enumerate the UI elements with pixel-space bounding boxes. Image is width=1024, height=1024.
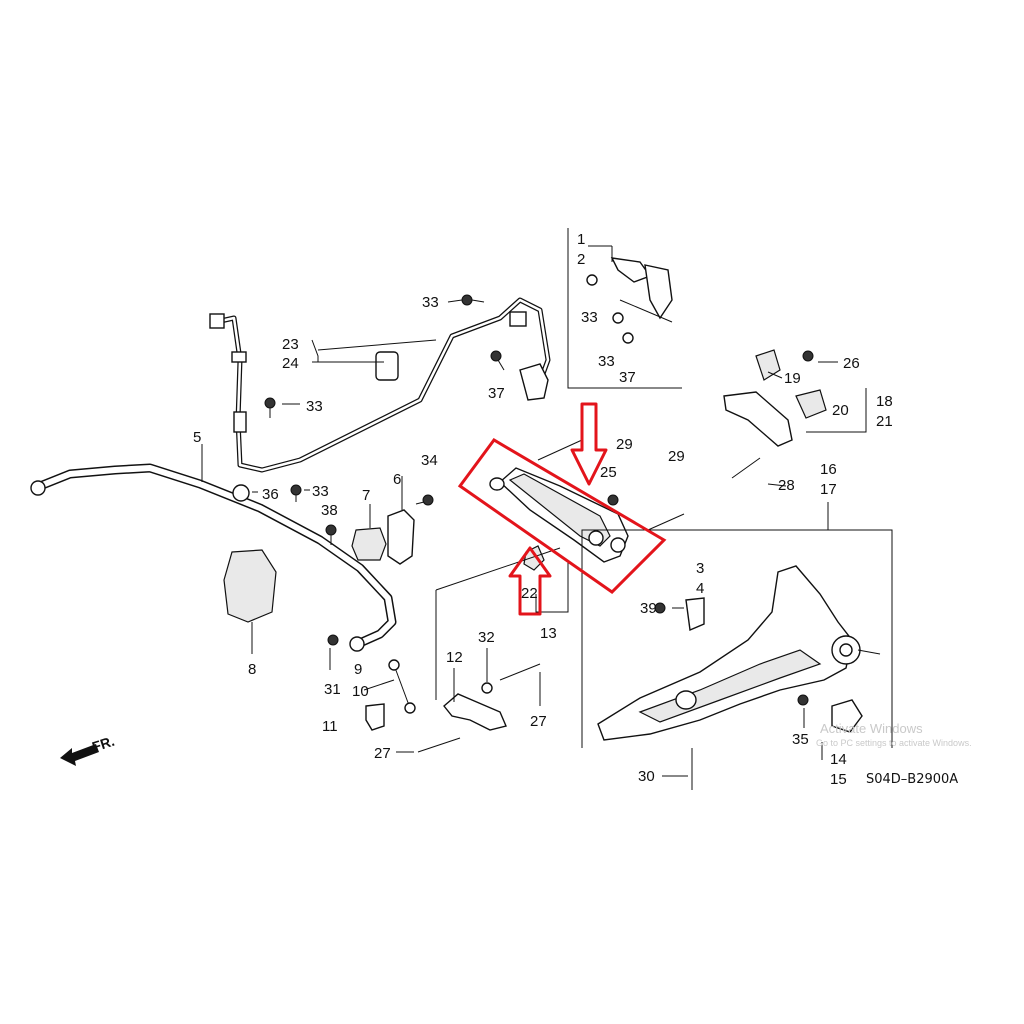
label-11: 11 (322, 718, 338, 735)
lower-arm-assembly (489, 439, 685, 613)
label-5: 5 (193, 429, 201, 446)
trailing-arm-assembly (581, 529, 893, 748)
label-22: 22 (521, 585, 538, 602)
label-34: 34 (421, 452, 438, 469)
label-13: 13 (540, 625, 557, 642)
label-38: 38 (321, 502, 338, 519)
label-33: 33 (312, 483, 329, 500)
abs-sensor-harness (209, 297, 551, 473)
label-31: 31 (324, 681, 341, 698)
highlight-overlay (457, 402, 667, 616)
label-37: 37 (619, 369, 636, 386)
bracket-subassembly-box (567, 228, 682, 389)
label-25: 25 (600, 464, 617, 481)
upper-arm-assembly (723, 349, 867, 447)
label-4: 4 (696, 580, 704, 597)
arrow-down (570, 402, 608, 486)
label-23: 23 (282, 336, 299, 353)
highlight-box (457, 438, 667, 594)
label-37: 37 (488, 385, 505, 402)
leader-lines (201, 299, 838, 777)
label-2: 2 (577, 251, 585, 268)
label-15: 15 (830, 771, 847, 788)
label-6: 6 (393, 471, 401, 488)
label-1: 1 (577, 231, 585, 248)
label-29: 29 (668, 448, 685, 465)
label-32: 32 (478, 629, 495, 646)
diagram-code: S04D–B2900A (866, 772, 958, 787)
label-12: 12 (446, 649, 463, 666)
label-33: 33 (581, 309, 598, 326)
label-27: 27 (530, 713, 547, 730)
label-29: 29 (616, 436, 633, 453)
watermark-subtitle: Go to PC settings to activate Windows. (816, 738, 972, 748)
label-21: 21 (876, 413, 893, 430)
label-20: 20 (832, 402, 849, 419)
label-3: 3 (696, 560, 704, 577)
label-9: 9 (354, 661, 362, 678)
label-36: 36 (262, 486, 279, 503)
label-27: 27 (374, 745, 391, 762)
label-8: 8 (248, 661, 256, 678)
stabilizer-bar (30, 463, 397, 652)
label-24: 24 (282, 355, 299, 372)
label-39: 39 (640, 600, 657, 617)
arrow-up (508, 546, 552, 616)
label-35: 35 (792, 731, 809, 748)
label-14: 14 (830, 751, 847, 768)
label-19: 19 (784, 370, 801, 387)
front-indicator-label: FR. (90, 733, 116, 755)
small-fasteners (223, 294, 863, 790)
label-10: 10 (352, 683, 369, 700)
label-28: 28 (778, 477, 795, 494)
label-33: 33 (422, 294, 439, 311)
label-7: 7 (362, 487, 370, 504)
label-16: 16 (820, 461, 837, 478)
label-17: 17 (820, 481, 837, 498)
label-18: 18 (876, 393, 893, 410)
front-indicator: FR. (60, 733, 116, 766)
label-26: 26 (843, 355, 860, 372)
part-labels: 1 2 33 33 37 33 23 24 37 33 5 36 33 34 6… (193, 231, 893, 788)
label-33: 33 (306, 398, 323, 415)
label-33: 33 (598, 353, 615, 370)
watermark-title: Activate Windows (820, 721, 923, 736)
label-30: 30 (638, 768, 655, 785)
